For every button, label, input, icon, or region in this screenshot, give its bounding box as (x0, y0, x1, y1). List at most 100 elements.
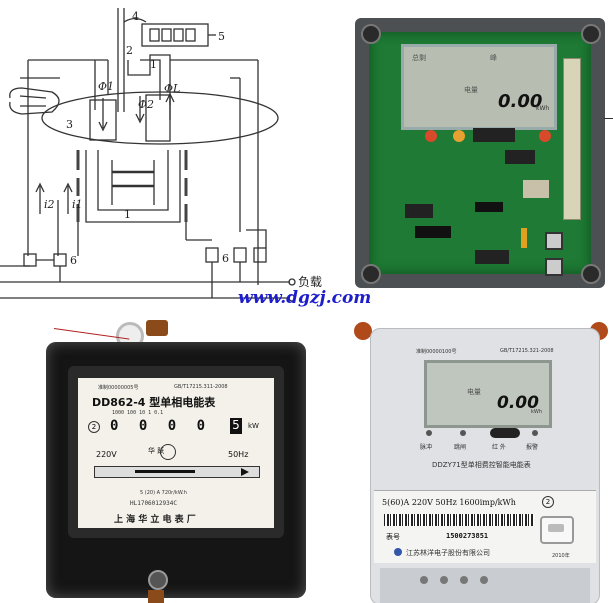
meter-no: 1500273851 (446, 532, 489, 540)
chip (405, 204, 433, 218)
smart-meter-photo: 准制00000100号 GB/T17215.321-2008 电量 0.00 k… (340, 318, 613, 603)
pin-header (475, 202, 503, 212)
screw-hole (361, 264, 381, 284)
smart-lcd-reading: 0.00 (497, 393, 539, 413)
register-unit: kW (248, 422, 259, 430)
chip (475, 250, 509, 264)
watermark: www.dgzj.com (238, 288, 372, 308)
terminal-box (205, 247, 219, 263)
pcb-meter-photo: 总剩 峰 电量 0.00 kWh (355, 18, 605, 288)
ir-port (490, 428, 520, 438)
chip (505, 150, 535, 164)
smart-lcd: 电量 0.00 kWh (424, 360, 552, 428)
led-indicator (539, 130, 551, 142)
label-1b: 1 (124, 208, 131, 221)
label-load: 负载 (298, 275, 322, 289)
seal-ring (354, 322, 372, 340)
led-trip (460, 430, 466, 436)
smart-rating: 5(60)A 220V 50Hz 1600imp/kWh (382, 498, 516, 507)
logo-icon (394, 548, 402, 556)
meter-no-label: 表号 (386, 533, 400, 541)
mech-rating: 5 (20) A 720r/kW.h (140, 490, 187, 496)
indicator-pulse: 脉冲 (420, 444, 433, 451)
indicator-trip: 跳闸 (454, 444, 467, 451)
card-slot (540, 516, 574, 544)
brake-magnet (9, 87, 60, 115)
lcd-unit: kWh (536, 105, 550, 112)
terminal-cover (380, 568, 590, 603)
mech-voltage: 220V (96, 450, 117, 459)
terminal-screw (148, 590, 164, 603)
register-window: 2 0 0 0 0 5 kW (88, 418, 266, 436)
label-3: 3 (66, 118, 73, 131)
register-last-digit: 5 (230, 418, 242, 434)
lcd-label-peak: 峰 (490, 54, 497, 62)
current-core (85, 150, 181, 223)
push-button (545, 258, 563, 276)
smart-year: 2010年 (552, 553, 570, 559)
principle-diagram: 1 1 2 3 4 5 6 6 Φ1 Φ2 ΦL i1 i2 负载 (0, 0, 330, 315)
label-6-right: 6 (222, 252, 229, 265)
card-slot-icon (548, 524, 564, 532)
mechanical-meter-photo: 准制00000005号 GB/T17215.311-2008 DD862-4 型… (40, 318, 312, 603)
callout-line (604, 118, 613, 119)
terminal-screw (440, 576, 448, 584)
mech-cert: 准制00000005号 (98, 385, 139, 391)
lcd-label-energy: 电量 (464, 86, 478, 94)
label-2: 2 (126, 44, 133, 57)
barcode (384, 514, 534, 526)
indicator-alarm: 报警 (526, 444, 539, 451)
pcb-lcd: 总剩 峰 电量 0.00 kWh (401, 44, 557, 130)
register (141, 23, 209, 47)
smart-standard: GB/T17215.321-2008 (500, 348, 554, 354)
label-i1: i1 (72, 198, 83, 211)
terminal-screw (148, 570, 168, 590)
smart-lcd-label: 电量 (467, 388, 481, 396)
label-1: 1 (150, 58, 157, 71)
edge-connector (563, 58, 581, 220)
smart-lcd-unit: kWh (531, 409, 543, 415)
led-indicator (425, 130, 437, 142)
register-digits: 0 0 0 0 (110, 418, 212, 434)
capacitor (521, 228, 527, 248)
mech-dial-scale: 1000 100 10 1 0.1 (112, 410, 164, 416)
rotating-disc-window (94, 466, 260, 478)
mech-maker: 上 海 华 立 电 表 厂 (114, 515, 196, 525)
label-phi2: Φ2 (138, 98, 154, 111)
label-6-left: 6 (70, 254, 77, 267)
mech-standard: GB/T17215.311-2008 (174, 384, 228, 390)
mech-serial: HL1706012934C (130, 500, 177, 507)
seal-nut (146, 320, 168, 336)
diagram-svg: 1 1 2 3 4 5 6 6 Φ1 Φ2 ΦL i1 i2 负载 (0, 8, 322, 302)
register-circle-icon: 2 (88, 421, 100, 433)
label-4: 4 (132, 10, 139, 23)
screw-hole (361, 24, 381, 44)
brand-logo-icon (160, 444, 176, 460)
class-mark-icon: 2 (542, 496, 554, 508)
indicator-ir: 红 外 (492, 444, 506, 451)
terminal-screw (460, 576, 468, 584)
led-indicator (453, 130, 465, 142)
smart-model: DDZY71型单相费控智能电能表 (432, 461, 531, 469)
led-pulse (426, 430, 432, 436)
screw-hole (581, 24, 601, 44)
led-alarm (532, 430, 538, 436)
capacitor (523, 180, 549, 198)
smart-cert: 准制00000100号 (416, 349, 457, 355)
pin-header (415, 226, 451, 238)
lcd-label-total: 总剩 (412, 54, 426, 62)
disc-arrow-icon (241, 468, 249, 476)
label-phi1: Φ1 (98, 80, 114, 93)
meter-face: 准制00000005号 GB/T17215.311-2008 DD862-4 型… (78, 378, 274, 528)
mech-frequency: 50Hz (228, 450, 249, 459)
terminal-screw (420, 576, 428, 584)
disc-mark (135, 470, 195, 473)
terminal-box (23, 253, 37, 267)
label-i2: i2 (44, 198, 55, 211)
terminal-screw (480, 576, 488, 584)
mech-model: DD862-4 型单相电能表 (92, 396, 216, 409)
smart-maker: 江苏林洋电子股份有限公司 (406, 549, 490, 557)
screw-hole (581, 264, 601, 284)
label-5: 5 (218, 30, 225, 43)
mech-brand: 华 跃 (148, 447, 165, 455)
